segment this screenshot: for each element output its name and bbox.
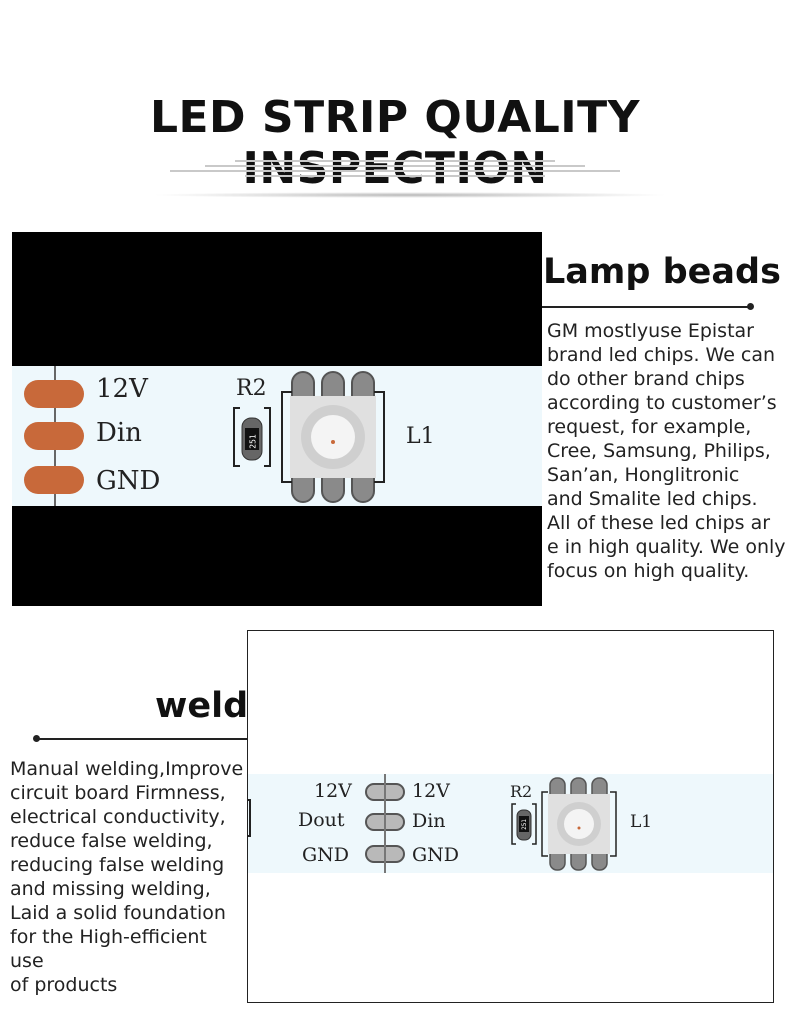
label-l1: L1 (630, 812, 653, 832)
text-line: Laid a solid foundation (10, 902, 226, 924)
label-r2: R2 (236, 376, 267, 401)
text-line: brand led chips. We can (547, 344, 776, 366)
rgb-led-chip-icon (281, 371, 385, 503)
label-right-din: Din (412, 810, 446, 832)
resistor-r2-icon (233, 407, 271, 467)
label-right-12v: 12V (412, 780, 450, 802)
copper-pad-12v (24, 380, 84, 408)
resistor-r2-icon (511, 803, 537, 845)
partial-bracket-icon (248, 799, 251, 837)
joint-line (384, 774, 386, 873)
text-line: reducing false welding (10, 854, 225, 876)
led-strip-segment: 12V Din GND R2 251 L1 (12, 366, 542, 506)
lamp-beads-description: GM mostlyuse Epistar brand led chips. We… (547, 319, 787, 583)
rgb-led-chip-icon (541, 777, 617, 871)
text-line: focus on high quality. (547, 560, 750, 582)
copper-pad-din (24, 422, 84, 450)
welded-strip-joint: 12V Dout GND 12V Din GND R2 251 (248, 774, 773, 873)
text-line: electrical conductivity, (10, 806, 226, 828)
lamp-beads-rule-dot (747, 303, 754, 310)
resistor-code: 251 (248, 434, 258, 449)
text-line: according to customer’s (547, 392, 777, 414)
text-line: and Smalite led chips. (547, 488, 758, 510)
label-right-gnd: GND (412, 844, 460, 866)
text-line: All of these led chips ar (547, 512, 771, 534)
text-line: e in high quality. We only (547, 536, 786, 558)
decorative-fine-print (170, 160, 620, 180)
lamp-beads-rule (542, 306, 750, 308)
label-left-12v: 12V (314, 780, 352, 802)
text-line: GM mostlyuse Epistar (547, 320, 754, 342)
weld-photo: 12V Dout GND 12V Din GND R2 251 (247, 630, 774, 1003)
text-line: Cree, Samsung, Philips, (547, 440, 771, 462)
title-divider-shadow (150, 192, 670, 198)
lamp-beads-photo: 12V Din GND R2 251 L1 (12, 232, 542, 606)
text-line: San’an, Honglitronic (547, 464, 740, 486)
weld-heading: weld (155, 686, 249, 726)
text-line: request, for example, (547, 416, 752, 438)
text-line: circuit board Firmness, (10, 782, 226, 804)
copper-pad-gnd (24, 466, 84, 494)
label-12v: 12V (96, 374, 148, 404)
weld-rule (36, 738, 248, 740)
weld-description: Manual welding,Improve circuit board Fir… (10, 757, 246, 997)
text-line: of products (10, 974, 118, 996)
label-left-dout: Dout (298, 809, 345, 831)
text-line: and missing welding, (10, 878, 211, 900)
label-l1: L1 (406, 424, 435, 449)
page-title: LED STRIP QUALITY INSPECTION (149, 92, 641, 194)
text-line: reduce false welding, (10, 830, 213, 852)
resistor-code: 251 (520, 819, 528, 830)
lamp-beads-heading: Lamp beads (543, 252, 781, 292)
label-din: Din (96, 418, 142, 448)
text-line: Manual welding,Improve (10, 758, 244, 780)
label-gnd: GND (96, 466, 161, 496)
label-left-gnd: GND (302, 844, 350, 866)
text-line: do other brand chips (547, 368, 745, 390)
text-line: for the High-efficient use (10, 926, 207, 972)
label-r2: R2 (510, 782, 533, 801)
